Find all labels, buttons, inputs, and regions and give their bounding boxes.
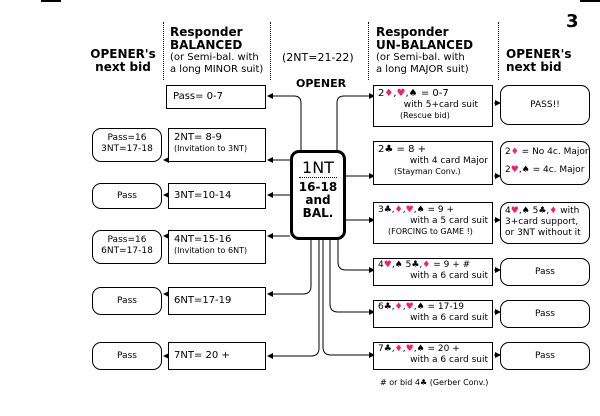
- response-3nt: 3NT=10-14: [168, 183, 266, 209]
- rebid-7-suit: Pass: [500, 342, 590, 370]
- wire-6nt: [267, 240, 312, 297]
- wire-7nt: [267, 240, 320, 359]
- response-7nt: 7NT= 20 +: [168, 342, 266, 370]
- header-responder-balanced: Responder BALANCED (or Semi-bal. with a …: [170, 25, 264, 76]
- separator: [163, 22, 164, 80]
- center-range: 16-18: [298, 180, 338, 194]
- separator: [368, 22, 369, 80]
- wire-4h: [337, 240, 375, 273]
- top-bar-mark-right: [580, 0, 600, 2]
- rebid-6nt: Pass: [92, 287, 162, 315]
- rebid-2-suit: PASS!!: [500, 85, 590, 125]
- response-4nt: 4NT=15-16 (Invitation to 6NT): [168, 230, 266, 264]
- header-opener-next-left: OPENER's next bid: [90, 47, 156, 74]
- header-opener-next-right: OPENER's next bid: [506, 47, 572, 74]
- wire-6c: [329, 240, 375, 315]
- response-3-suit: 3♣,♦,♥,♠ = 9 + with a 5 card suit (FORCI…: [373, 202, 493, 244]
- center-and: and: [305, 193, 331, 207]
- rebid-4nt: Pass=16 6NT=17-18: [92, 230, 162, 264]
- response-7-suit: 7♣,♦,♥,♠ = 20 + with a 6 card suit: [373, 342, 493, 370]
- response-2nt: 2NT= 8-9 (Invitation to 3NT): [168, 128, 266, 162]
- center-bal: BAL.: [302, 206, 334, 220]
- separator: [498, 22, 499, 80]
- rebid-3nt: Pass: [92, 183, 162, 209]
- separator: [270, 22, 271, 80]
- header-responder-unbalanced: Responder UN-BALANCED (or Semi-bal. with…: [376, 25, 474, 76]
- rebid-2nt: Pass=16 3NT=17-18: [92, 128, 162, 162]
- response-2c-stayman: 2♣ = 8 + with 4 card Major (Stayman Conv…: [373, 141, 493, 185]
- response-4-major-5-minor: 4♥,♠ 5♣,♦ = 9 + # with a 6 card suit: [373, 258, 493, 286]
- note-2nt: (2NT=21-22): [282, 51, 354, 64]
- footnote-gerber: # or bid 4♣ (Gerber Conv.): [380, 378, 489, 387]
- rebid-7nt: Pass: [92, 342, 162, 370]
- rebid-stayman: 2♦ = No 4c. Major 2♥,♠ = 4c. Major: [500, 141, 590, 185]
- wire-pass: [267, 93, 302, 150]
- response-6nt: 6NT=17-19: [168, 287, 266, 315]
- header-opener: OPENER: [296, 77, 347, 90]
- rebid-4-major: Pass: [500, 258, 590, 286]
- page-number: 3: [566, 11, 579, 32]
- opener-1nt-box: 1NT 16-18 and BAL.: [290, 150, 346, 240]
- wire-2d: [336, 93, 375, 150]
- rebid-6-suit: Pass: [500, 300, 590, 328]
- top-bar-mark: [41, 0, 61, 2]
- response-pass: Pass= 0-7: [166, 85, 266, 109]
- response-6-suit: 6♣,♦,♥,♠ = 17-19 with a 6 card suit: [373, 300, 493, 328]
- center-bid: 1NT: [299, 159, 337, 178]
- response-2-suit: 2♦,♥,♠ = 0-7 with 5+card suit (Rescue bi…: [373, 85, 493, 127]
- rebid-3-suit: 4♥,♠ 5♣,♦ with 3+card support, or 3NT wi…: [500, 202, 590, 244]
- wire-7c: [322, 240, 375, 358]
